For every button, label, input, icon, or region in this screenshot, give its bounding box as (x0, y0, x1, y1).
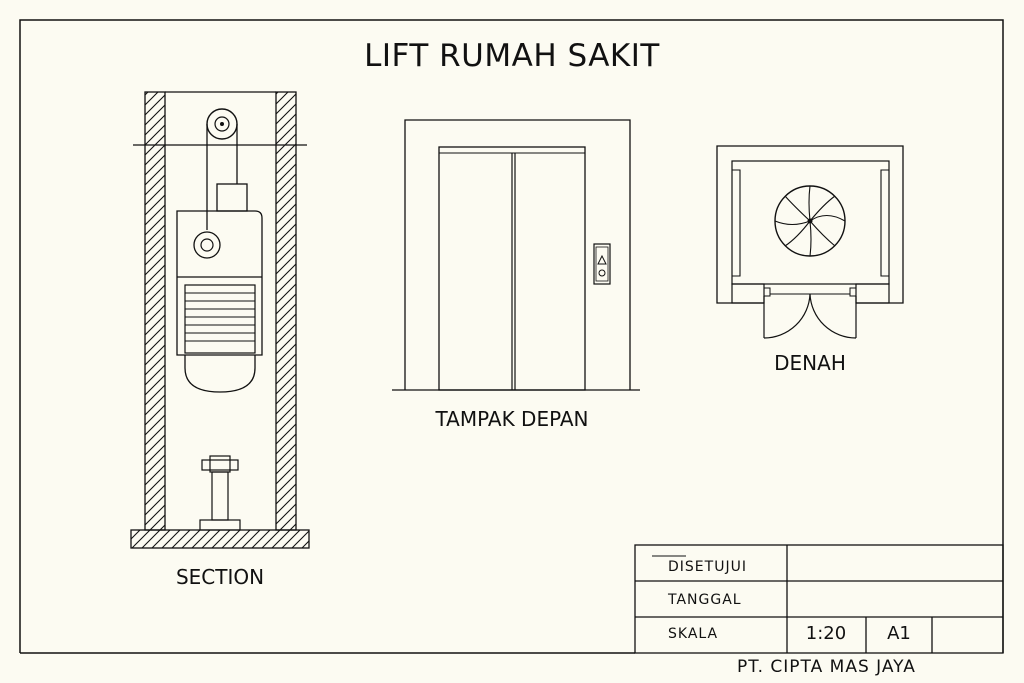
drawing-title: LIFT RUMAH SAKIT (364, 38, 660, 74)
call-button-icon (598, 269, 606, 277)
up-arrow-icon (597, 254, 607, 265)
pit-floor (130, 529, 310, 549)
section-view (130, 91, 310, 549)
company-name: PT. CIPTA MAS JAYA (737, 657, 916, 677)
scale-value: 1:20 (805, 623, 847, 644)
shaft-outline (716, 145, 904, 304)
section-view-label: SECTION (175, 565, 265, 589)
front-view (392, 119, 640, 391)
front-view-label: TAMPAK DEPAN (435, 407, 589, 431)
sheet-size-value: A1 (887, 623, 911, 644)
plan-view-label: DENAH (774, 351, 846, 375)
date-label: TANGGAL (668, 592, 742, 608)
scale-label: SKALA (668, 626, 719, 642)
shaft-wall-left (144, 91, 166, 531)
door-frame (404, 119, 631, 390)
car-pulley-icon (193, 231, 221, 259)
call-button-panel (593, 243, 611, 285)
title-block (634, 544, 1004, 654)
sheet-border (19, 19, 1004, 653)
approved-label: DISETUJUI (668, 559, 747, 575)
shaft-wall-right (275, 91, 297, 531)
plan-view (716, 145, 904, 339)
elevator-car (176, 210, 263, 356)
